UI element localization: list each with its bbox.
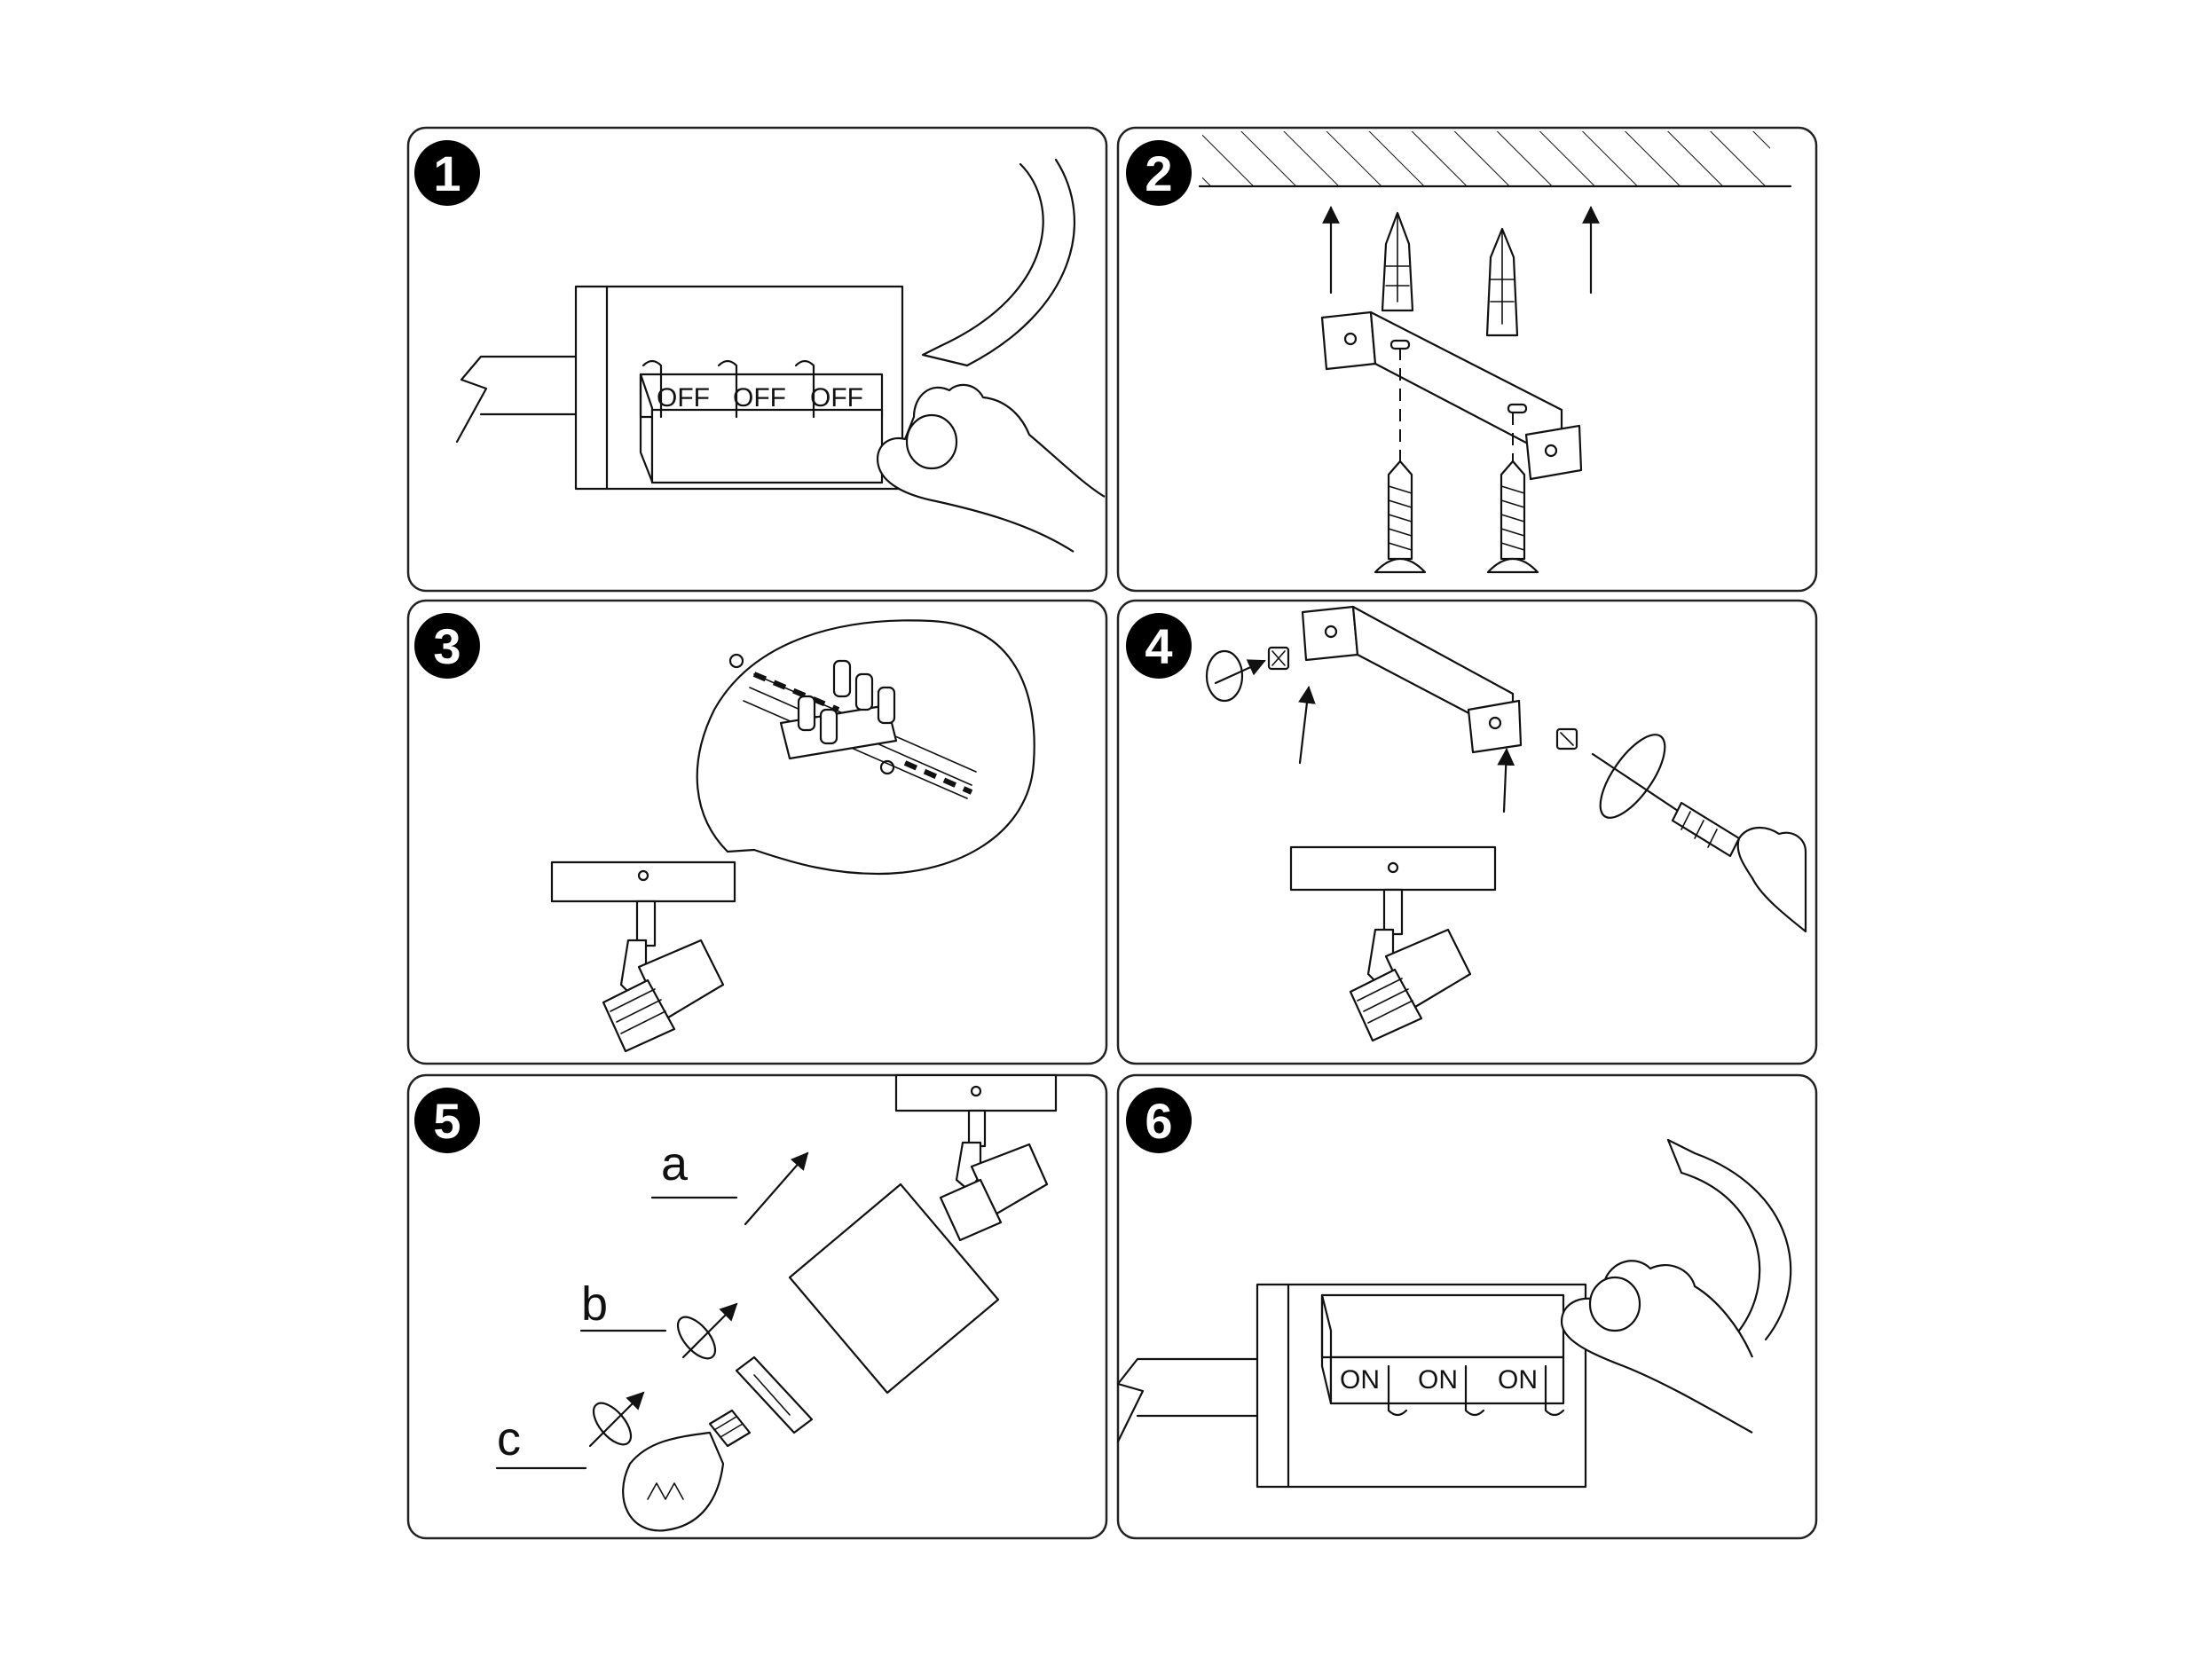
- ceiling-hatch: [1202, 131, 1770, 186]
- ceiling-plate: [894, 1073, 1058, 1112]
- terminal-block: [728, 653, 898, 775]
- spotlight: [939, 1109, 1049, 1242]
- on-switches: ON ON ON: [1320, 1293, 1565, 1417]
- arrow-b: [681, 1302, 738, 1359]
- step-2-number: 2: [1145, 145, 1172, 201]
- switch-toggle: OFF: [794, 359, 863, 419]
- curved-arrow-down: [939, 158, 1075, 367]
- wall-plug: [1485, 227, 1519, 337]
- label-b: b: [581, 1277, 608, 1331]
- step-6-panel: 6 ON ON ON: [1116, 1073, 1818, 1540]
- rotate-icon: [1205, 649, 1244, 703]
- step-3-number: 3: [433, 618, 461, 674]
- step-3-panel: 3: [406, 599, 1108, 1065]
- step-5-panel: 5 a b c: [406, 1073, 1108, 1540]
- step-5-badge: 5: [414, 1088, 480, 1153]
- switch-toggle: ON: [1498, 1364, 1565, 1417]
- step-5-number: 5: [433, 1093, 461, 1149]
- step-1-number: 1: [433, 145, 461, 201]
- switch-label-1: OFF: [657, 383, 710, 413]
- step-2-panel: 2: [1116, 126, 1818, 593]
- step-3-badge: 3: [414, 613, 480, 679]
- switch-label-2: OFF: [733, 383, 786, 413]
- switch-toggle: ON: [1340, 1364, 1408, 1417]
- mounting-bracket: [1320, 310, 1583, 481]
- step-1-panel: 1 OFF OFF OFF: [406, 126, 1108, 593]
- power-cable: [1116, 1357, 1269, 1443]
- rotate-icon: [676, 1316, 717, 1360]
- switch-toggle: ON: [1418, 1364, 1485, 1417]
- curved-arrow-up: [1680, 1151, 1792, 1341]
- label-c: c: [497, 1412, 521, 1465]
- step-4-badge: 4: [1126, 613, 1192, 679]
- screw: [1374, 460, 1427, 574]
- power-cable: [455, 355, 592, 444]
- label-a: a: [661, 1137, 689, 1190]
- mounting-bracket: [1301, 605, 1523, 754]
- hand: [1736, 827, 1807, 933]
- step-6-number: 6: [1145, 1093, 1172, 1149]
- switch-toggle: OFF: [642, 359, 710, 419]
- step-4-number: 4: [1145, 618, 1172, 674]
- lamp-shade: [788, 1183, 1000, 1395]
- step-4-panel: 4: [1116, 599, 1818, 1065]
- switch-label-2: ON: [1418, 1365, 1458, 1395]
- screwdriver: [1591, 752, 1741, 858]
- light-bulb: [622, 1409, 752, 1532]
- off-switches: OFF OFF OFF: [639, 359, 884, 484]
- switch-label-3: OFF: [810, 383, 863, 413]
- switch-label-1: ON: [1340, 1365, 1380, 1395]
- switch-toggle: OFF: [717, 359, 786, 419]
- screw: [1267, 646, 1290, 671]
- rotate-icon: [592, 1402, 633, 1446]
- switch-label-3: ON: [1498, 1365, 1538, 1395]
- spotlight: [1349, 888, 1472, 1042]
- screw: [1555, 727, 1578, 750]
- arrow-up: [1497, 748, 1515, 813]
- ceiling-plate: [550, 860, 736, 903]
- screw: [1486, 460, 1539, 574]
- step-1-badge: 1: [414, 140, 480, 206]
- wall-plug: [1381, 211, 1414, 312]
- spotlight: [602, 900, 725, 1053]
- rotate-icon: [1599, 734, 1666, 819]
- ceiling-plate: [1289, 845, 1497, 892]
- step-2-badge: 2: [1126, 140, 1192, 206]
- step-6-badge: 6: [1126, 1088, 1192, 1153]
- arrow-up: [1298, 686, 1316, 765]
- arrow-c: [588, 1391, 645, 1448]
- arrow-a: [744, 1151, 809, 1226]
